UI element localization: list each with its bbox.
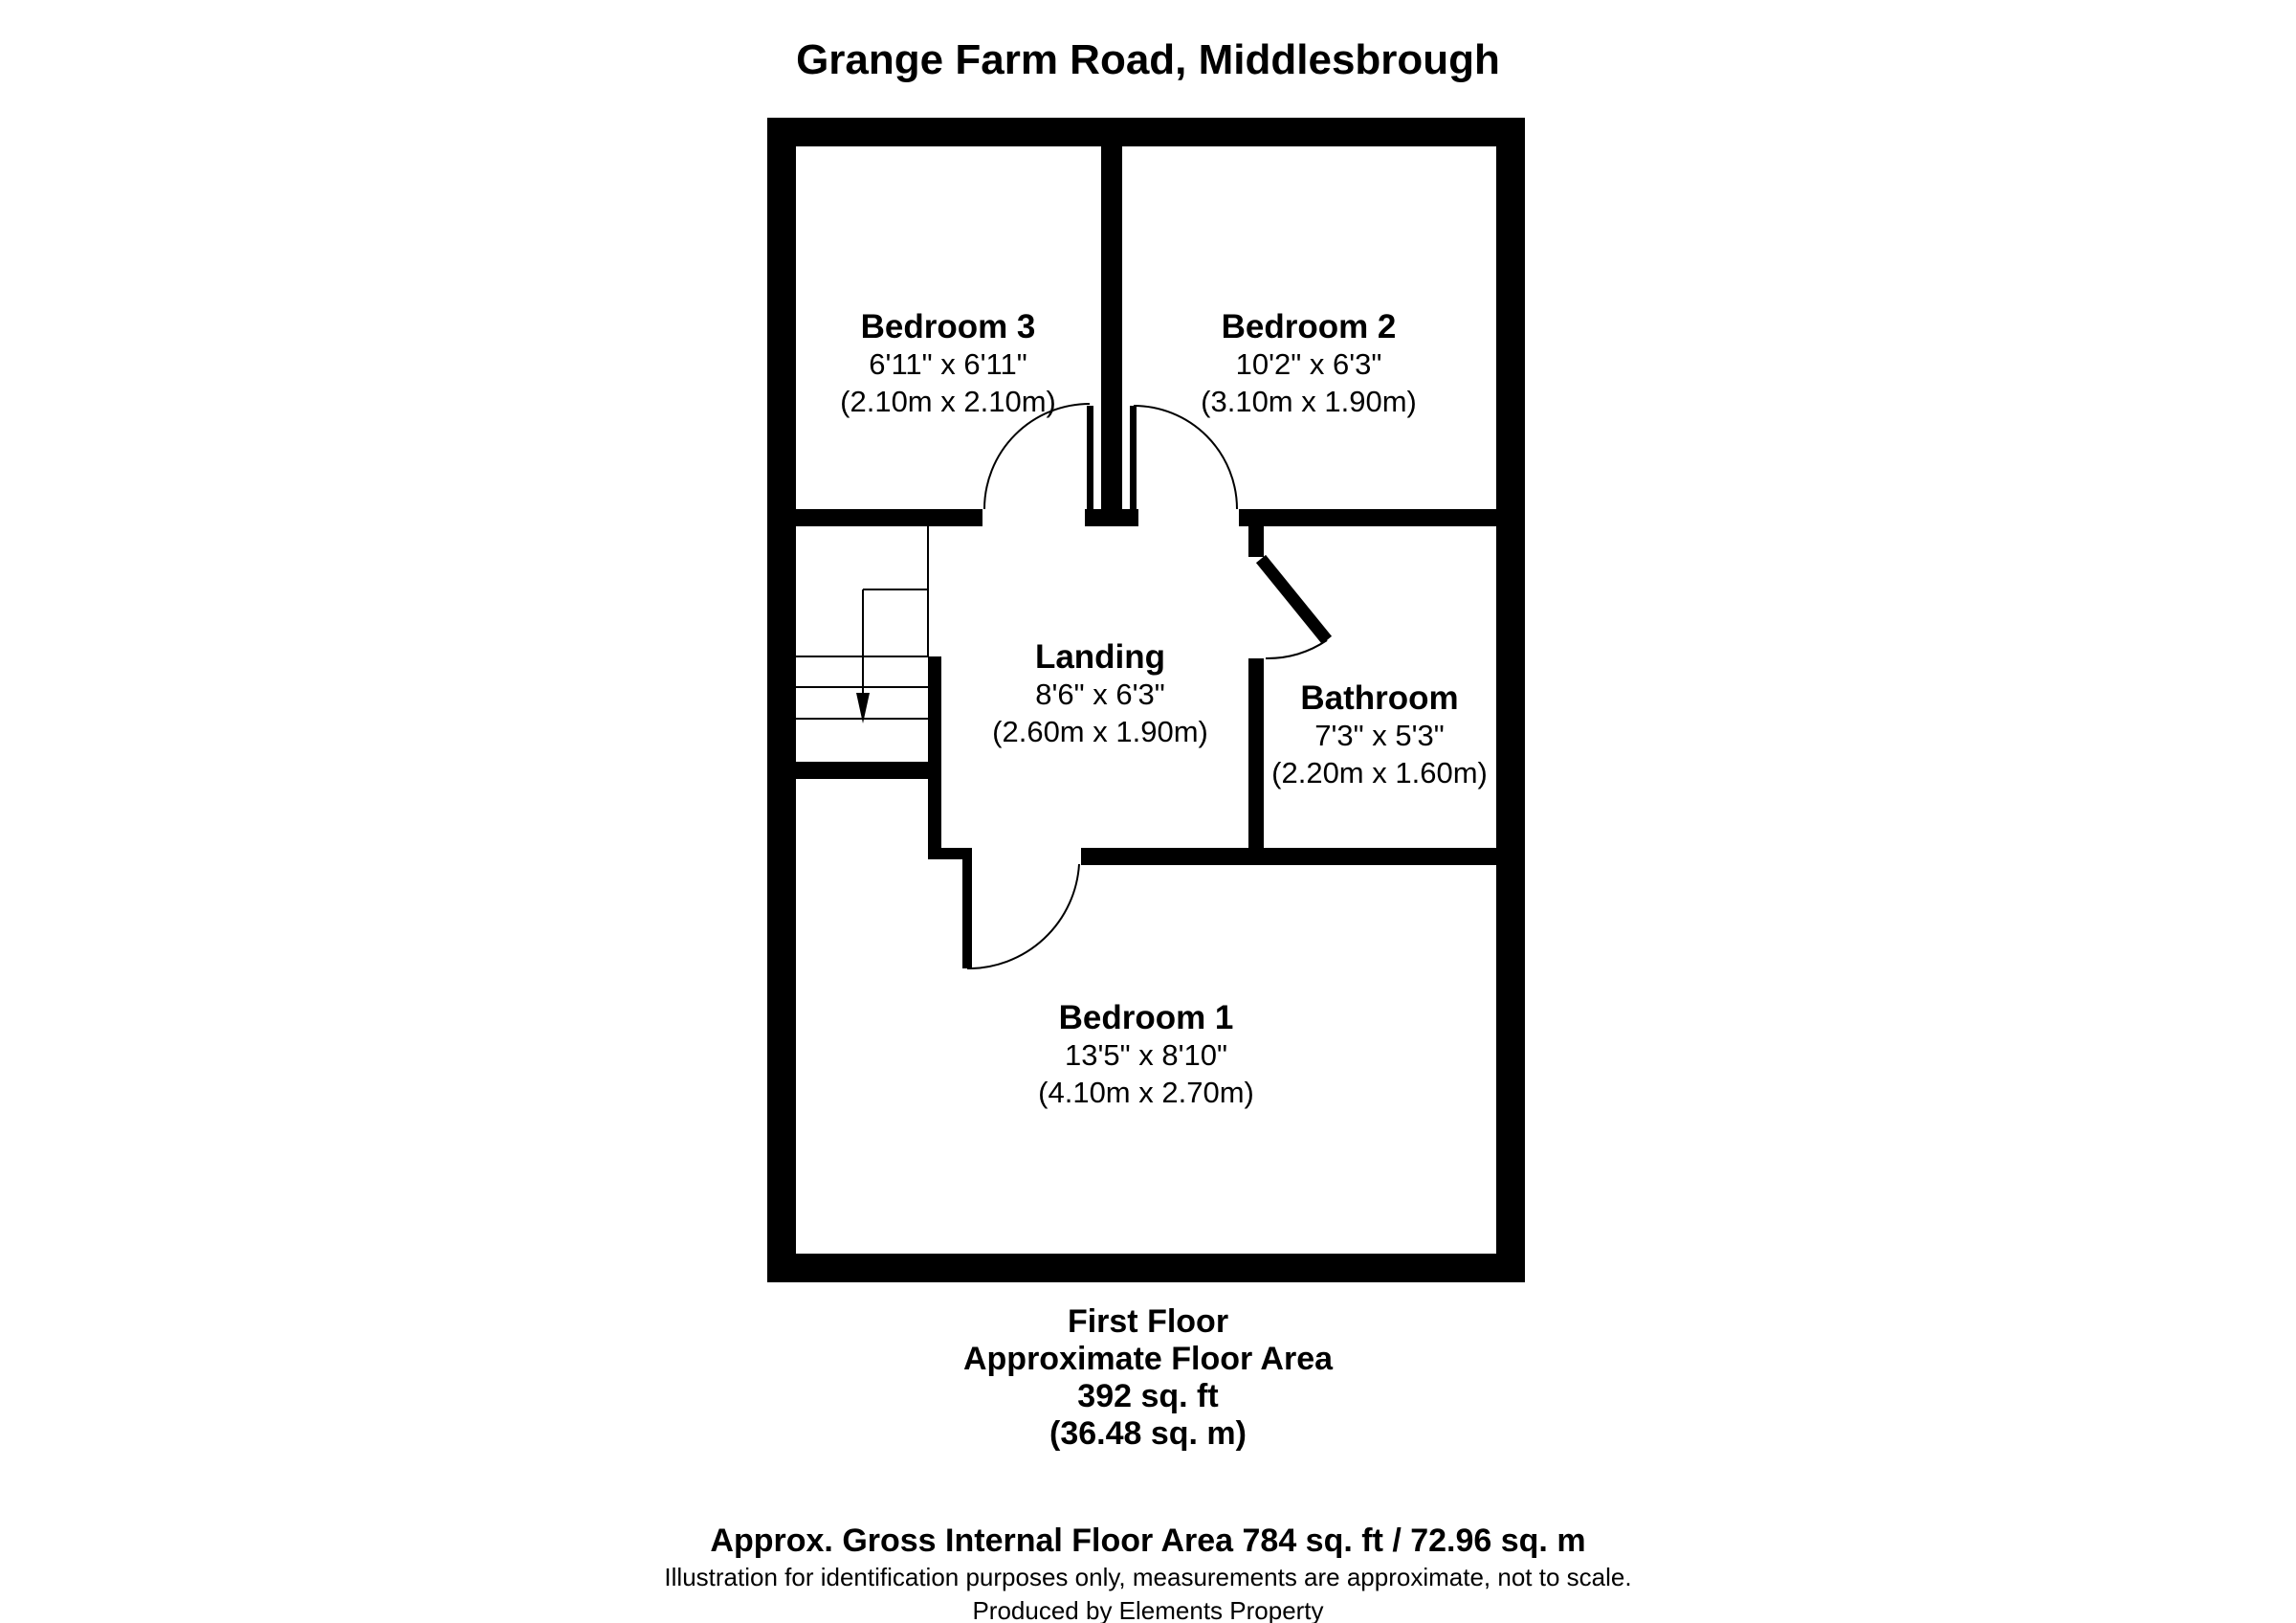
- room-name: Bedroom 1: [1058, 999, 1234, 1036]
- page-title: Grange Farm Road, Middlesbrough: [796, 36, 1500, 83]
- room-dims-metric: (2.20m x 1.60m): [1271, 756, 1488, 789]
- door-arc-bathroom: [1265, 639, 1328, 660]
- wall-bedroom-divider: [1101, 146, 1122, 509]
- door-leaf-bathroom: [1255, 554, 1333, 645]
- stairs-down-arrow-icon: [856, 693, 870, 723]
- wall-landing-bottom: [1081, 848, 1525, 865]
- outer-wall-left: [767, 118, 796, 1282]
- walls: [767, 118, 1525, 1282]
- room-dims-metric: (2.10m x 2.10m): [840, 385, 1056, 418]
- room-dims-metric: (3.10m x 1.90m): [1201, 385, 1417, 418]
- floor-area-label: Approximate Floor Area: [962, 1341, 1334, 1377]
- door-leaf-bedroom2: [1130, 406, 1137, 509]
- wall-bedroom1-door-stub: [941, 848, 972, 859]
- room-label-bathroom: Bathroom 7'3" x 5'3" (2.20m x 1.60m): [1271, 679, 1488, 791]
- room-name: Landing: [1034, 638, 1166, 676]
- wall-stairwell-right: [928, 656, 941, 859]
- gross-internal-area: Approx. Gross Internal Floor Area 784 sq…: [710, 1523, 1586, 1559]
- door-arc-bedroom3: [983, 403, 1091, 510]
- door-arc-bedroom2: [1133, 405, 1238, 510]
- room-name: Bedroom 2: [1221, 308, 1397, 345]
- stairs: [796, 526, 929, 723]
- room-dims-imperial: 7'3" x 5'3": [1314, 719, 1445, 752]
- room-name: Bathroom: [1300, 679, 1459, 717]
- wall-stairwell-bottom: [796, 762, 941, 779]
- wall-bedroom2-bottom: [1239, 509, 1525, 526]
- door-arc-bedroom1: [966, 863, 1080, 970]
- disclaimer-note: Illustration for identification purposes…: [664, 1563, 1632, 1591]
- wall-bedroom3-bottom: [796, 509, 982, 526]
- wall-center-door-stub: [1085, 509, 1138, 526]
- door-leaf-bedroom3: [1087, 406, 1093, 509]
- room-dims-metric: (4.10m x 2.70m): [1038, 1076, 1254, 1109]
- doors: [962, 403, 1333, 970]
- room-label-bedroom3: Bedroom 3 6'11" x 6'11" (2.10m x 2.10m): [840, 308, 1056, 420]
- room-dims-imperial: 6'11" x 6'11": [869, 347, 1027, 381]
- wall-bathroom-left-lower: [1248, 658, 1264, 865]
- wall-bathroom-left-upper: [1248, 526, 1264, 557]
- room-label-bedroom1: Bedroom 1 13'5" x 8'10" (4.10m x 2.70m): [1038, 999, 1254, 1111]
- outer-wall-top: [767, 118, 1525, 146]
- room-dims-imperial: 8'6" x 6'3": [1035, 678, 1165, 711]
- floor-area-imperial: 392 sq. ft: [1077, 1378, 1219, 1414]
- floor-name: First Floor: [1067, 1303, 1229, 1340]
- floor-area-metric: (36.48 sq. m): [1049, 1415, 1247, 1452]
- room-dims-imperial: 10'2" x 6'3": [1235, 347, 1382, 381]
- floor-summary: First Floor Approximate Floor Area 392 s…: [963, 1303, 1333, 1453]
- room-dims-imperial: 13'5" x 8'10": [1064, 1038, 1228, 1072]
- room-label-landing: Landing 8'6" x 6'3" (2.60m x 1.90m): [992, 638, 1208, 750]
- outer-wall-right: [1496, 118, 1525, 1282]
- producer-credit: Produced by Elements Property: [972, 1596, 1324, 1623]
- room-label-bedroom2: Bedroom 2 10'2" x 6'3" (3.10m x 1.90m): [1201, 308, 1417, 420]
- door-leaf-bedroom1: [962, 859, 972, 968]
- room-dims-metric: (2.60m x 1.90m): [992, 715, 1208, 748]
- room-name: Bedroom 3: [860, 308, 1036, 345]
- outer-wall-bottom: [767, 1254, 1525, 1282]
